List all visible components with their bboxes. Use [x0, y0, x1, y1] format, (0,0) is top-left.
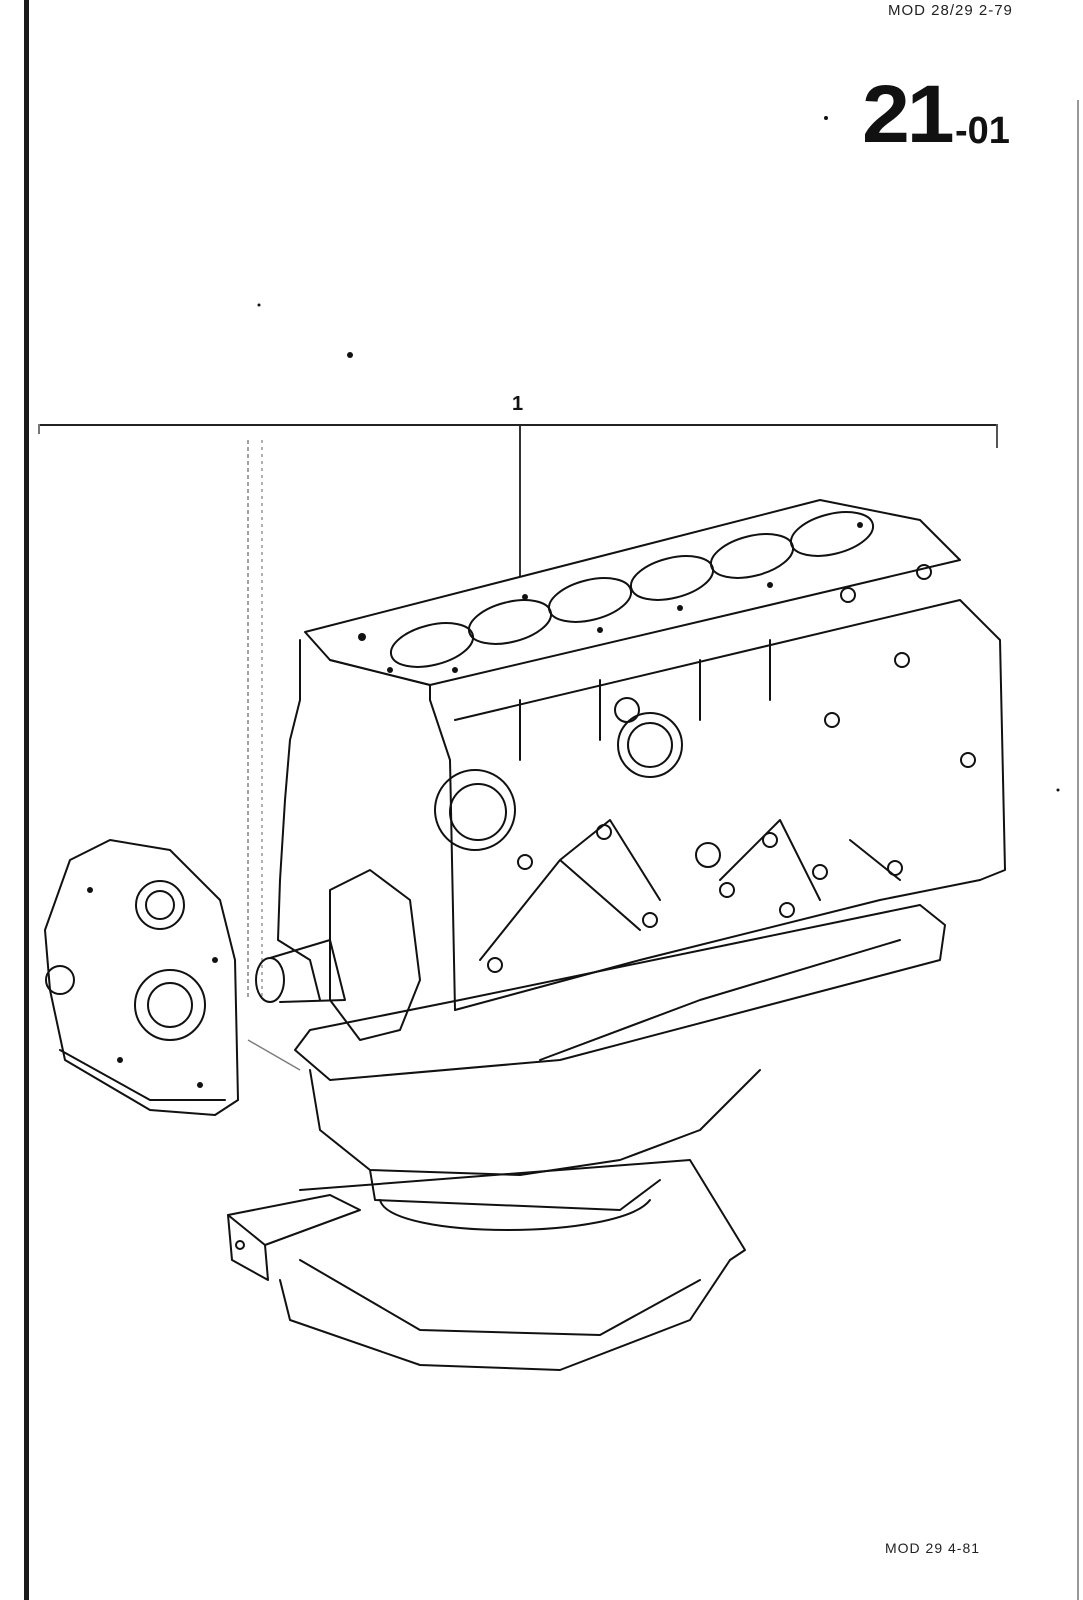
cylinder-block [277, 499, 1006, 1011]
header-model-code: MOD 28/29 2-79 [888, 2, 1013, 19]
page-edge [1077, 100, 1079, 1600]
section-number: 21 [862, 69, 955, 160]
crankshaft-nose [255, 869, 421, 1041]
callout-leader-line [519, 426, 521, 576]
footer-model-code: MOD 29 4-81 [885, 1540, 981, 1556]
oil-pan [294, 904, 946, 1231]
assembly-bracket-right [996, 424, 998, 448]
assembly-bracket [38, 424, 998, 426]
callout-label: 1 [512, 393, 524, 415]
timing-cover [44, 839, 239, 1116]
sump-tray [227, 1159, 746, 1371]
assembly-bracket-left [38, 424, 40, 434]
section-suffix: -01 [955, 110, 1010, 152]
binder-edge [24, 0, 29, 1600]
